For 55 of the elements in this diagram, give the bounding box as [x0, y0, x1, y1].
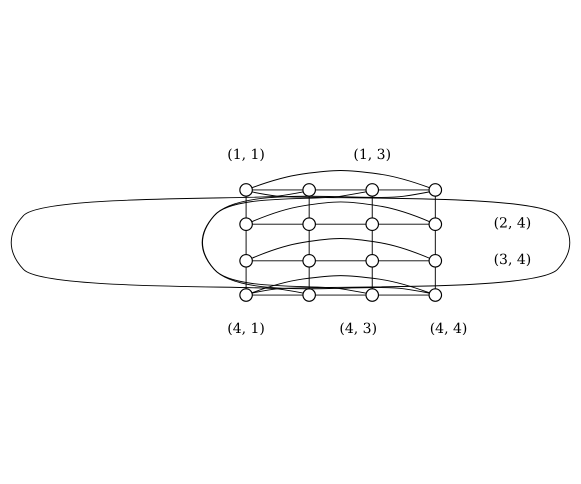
- connector: [246, 266, 247, 289]
- connector: [315, 188, 366, 190]
- connector: [246, 195, 247, 218]
- connector: [315, 223, 366, 224]
- connector: [252, 294, 304, 296]
- connector: [434, 229, 436, 254]
- connector: [315, 294, 366, 296]
- connector: [10, 190, 304, 294]
- node-circle: [302, 182, 316, 196]
- node-circle: [428, 288, 442, 302]
- node-circle: [365, 288, 380, 302]
- node-circle: [239, 288, 253, 302]
- node-circle: [428, 182, 442, 196]
- connector: [252, 223, 304, 224]
- connector: [251, 238, 430, 258]
- connector: [372, 195, 373, 218]
- connector: [202, 190, 430, 294]
- connector: [378, 260, 430, 261]
- node-circle: [365, 253, 380, 268]
- connector: [315, 260, 366, 261]
- node-circle: [428, 253, 442, 268]
- connector: [378, 188, 430, 190]
- node-label: (4, 4): [430, 320, 468, 336]
- connector: [252, 274, 430, 293]
- node-circle: [365, 216, 380, 231]
- connector: [308, 229, 310, 254]
- node-circle: [302, 253, 316, 268]
- connector: [378, 294, 430, 296]
- node-label: (4, 1): [227, 320, 265, 336]
- connector: [246, 229, 247, 254]
- connector: [252, 188, 304, 190]
- node-circle: [428, 216, 442, 231]
- node-circle: [239, 182, 253, 196]
- connector: [434, 195, 436, 218]
- node-circle: [239, 253, 253, 268]
- node-label: (4, 3): [339, 320, 378, 336]
- connector: [308, 195, 310, 218]
- node-circle: [365, 182, 380, 196]
- connector: [251, 200, 430, 222]
- node-circle: [239, 216, 253, 231]
- connector: [252, 190, 570, 294]
- node-label: (1, 1): [227, 146, 265, 163]
- node-circle: [302, 216, 316, 231]
- connector: [252, 170, 430, 188]
- connector: [372, 266, 373, 289]
- connector: [434, 266, 436, 289]
- node-label: (2, 4): [494, 215, 532, 232]
- connector: [308, 266, 310, 289]
- connector: [202, 190, 367, 294]
- connector: [252, 260, 304, 261]
- connector: [372, 229, 373, 254]
- node-label: (1, 3): [353, 146, 392, 163]
- node-circle: [302, 288, 316, 302]
- connector: [378, 223, 430, 224]
- node-label: (3, 4): [494, 252, 532, 268]
